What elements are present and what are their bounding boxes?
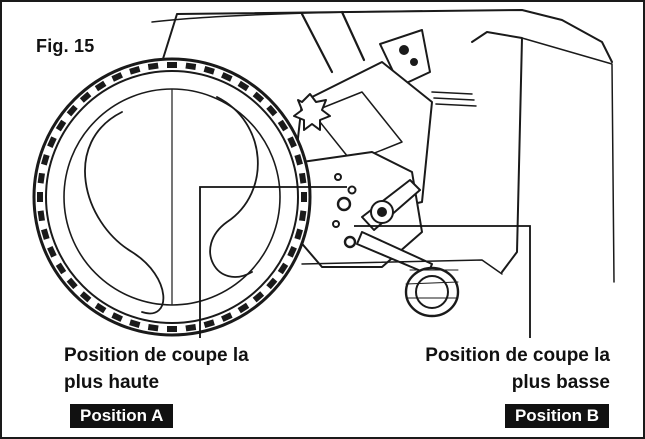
- tread-block: [147, 62, 159, 70]
- tread-block: [37, 192, 43, 202]
- bracket-bolt: [410, 58, 418, 66]
- tread-block: [301, 192, 307, 202]
- rear-body: [521, 37, 615, 283]
- height-hole-upper: [336, 196, 352, 212]
- callout-b-line2: plus basse: [511, 372, 610, 393]
- tread-block: [237, 302, 250, 314]
- tread-block: [294, 228, 303, 240]
- tread-block: [277, 262, 289, 275]
- tread-block: [203, 66, 215, 75]
- rear-panel: [471, 31, 523, 273]
- height-hole: [334, 173, 342, 181]
- callout-b-line1: Position de coupe la: [425, 345, 610, 366]
- lever-pivot-center: [377, 207, 387, 217]
- callout-position-b: Position de coupe la plus basse: [425, 342, 610, 396]
- mower-deck: [161, 9, 613, 63]
- tread-block: [79, 291, 92, 303]
- tread-block: [55, 119, 67, 132]
- wheel-swirl: [209, 96, 259, 278]
- deck-bottom: [301, 259, 503, 275]
- callout-a-line1: Position de coupe la: [64, 345, 249, 366]
- tread-block: [185, 62, 197, 70]
- tread-block: [185, 324, 197, 332]
- tread-block: [252, 291, 265, 303]
- spring-coils: [431, 91, 477, 107]
- tread-block: [221, 72, 233, 82]
- tread-block: [287, 246, 297, 258]
- tread-block: [47, 136, 57, 148]
- deck-edge: [151, 10, 423, 23]
- tread-block: [41, 154, 50, 166]
- tread-block: [129, 66, 141, 75]
- tread-block: [237, 80, 250, 92]
- tread-block: [203, 319, 215, 328]
- bracket-bolt: [399, 45, 409, 55]
- callout-a-line2: plus haute: [64, 372, 160, 393]
- frame-slot: [311, 91, 403, 163]
- tread-block: [266, 277, 278, 290]
- front-wheel-inner: [63, 88, 281, 306]
- tread-block: [221, 312, 233, 322]
- tread-block: [287, 136, 297, 148]
- tread-block: [37, 210, 45, 222]
- tread-block: [55, 262, 67, 275]
- rear-wheel-tread: [405, 269, 459, 299]
- tread-block: [147, 324, 159, 332]
- tread-block: [111, 312, 123, 322]
- leader-line-b: [354, 225, 531, 338]
- height-hole: [347, 185, 357, 195]
- tire-tread: [37, 62, 307, 332]
- tread-block: [66, 104, 78, 117]
- star-knob: [293, 93, 331, 131]
- badge-position-a: Position A: [70, 404, 174, 428]
- tread-block: [252, 91, 265, 103]
- tread-block: [299, 172, 307, 184]
- tread-block: [266, 104, 278, 117]
- figure-label: Fig. 15: [36, 36, 95, 56]
- leader-line-a: [199, 186, 347, 338]
- handle-bar: [300, 10, 366, 74]
- tread-block: [299, 210, 307, 222]
- tread-block: [167, 62, 177, 68]
- tread-block: [111, 72, 123, 82]
- tread-block: [37, 172, 45, 184]
- tread-block: [167, 326, 177, 332]
- height-hole-lower: [343, 235, 357, 249]
- tread-block: [47, 246, 57, 258]
- tread-block: [277, 119, 289, 132]
- front-wheel-rim: [45, 70, 299, 324]
- tread-block: [41, 228, 50, 240]
- rear-wheel: [404, 266, 460, 318]
- tread-block: [129, 319, 141, 328]
- tread-block: [94, 80, 107, 92]
- callout-position-a: Position de coupe la plus haute: [64, 342, 249, 396]
- wheel-swirl: [84, 111, 165, 315]
- tread-block: [294, 154, 303, 166]
- tread-block: [66, 277, 78, 290]
- rear-wheel-hub: [415, 275, 449, 309]
- height-hole: [332, 220, 340, 228]
- tread-block: [79, 91, 92, 103]
- badge-position-b: Position B: [504, 404, 609, 428]
- tread-block: [94, 302, 107, 314]
